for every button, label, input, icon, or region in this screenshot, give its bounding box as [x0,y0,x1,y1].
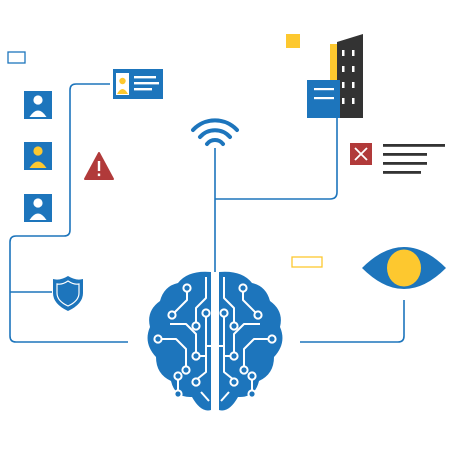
error-x-icon [350,143,372,165]
yellow-outline-rectangle [291,256,323,268]
wifi-icon [191,118,239,146]
connector-eye-to-brain [300,300,405,343]
user-profile-icon [24,142,52,170]
eye-icon [362,247,446,289]
building-icon [307,34,363,118]
shield-icon [53,276,83,311]
user-profile-icon [24,91,52,119]
ai-brain-circuit-icon [147,271,283,411]
text-lines-icon [383,144,445,174]
document-icon [7,51,26,64]
id-card-icon [113,69,163,99]
connector-idcard-to-left-bus [9,83,128,343]
connector-building-to-brain [215,118,338,200]
user-profile-icon [24,194,52,222]
yellow-square-decoration [286,34,300,48]
connector-lines [9,83,405,343]
circuit-nodes [153,283,277,399]
warning-icon [84,152,114,180]
